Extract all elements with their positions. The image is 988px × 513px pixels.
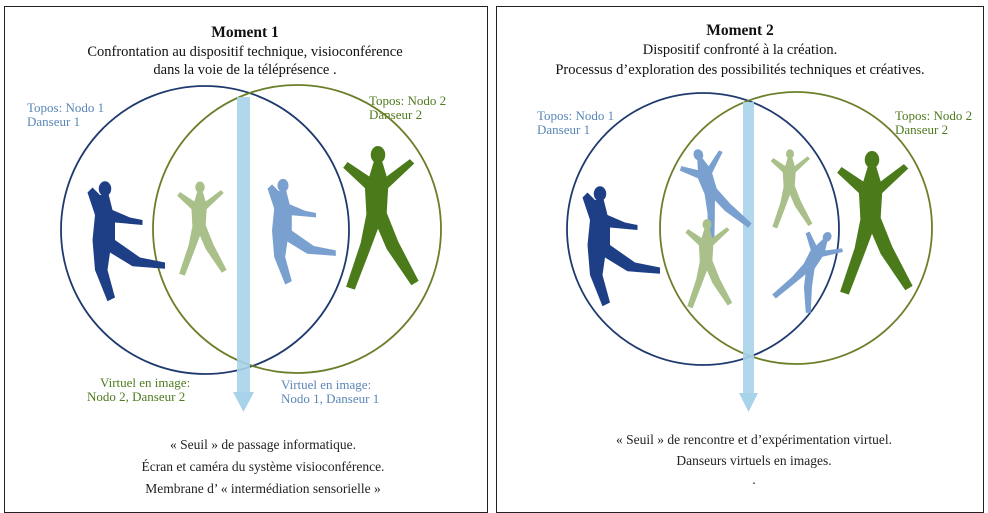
panel1-dancer-light-blue-icon — [268, 179, 336, 285]
panel2-dancer-dark-blue-icon — [583, 186, 661, 306]
panel1-dancer-light-green-icon — [177, 182, 226, 276]
panel2-dancer-light-green-icon-2 — [771, 149, 813, 228]
panel2-dancer-light-blue-icon-1 — [675, 140, 754, 245]
panel2-dancer-light-green-icon-1 — [685, 219, 732, 308]
panel2-circle-nodo2 — [660, 92, 932, 364]
panel1-dancer-green-icon — [343, 146, 418, 290]
panel2-dancer-green-icon — [837, 151, 912, 295]
panel2-downward-arrow-icon — [739, 102, 758, 412]
